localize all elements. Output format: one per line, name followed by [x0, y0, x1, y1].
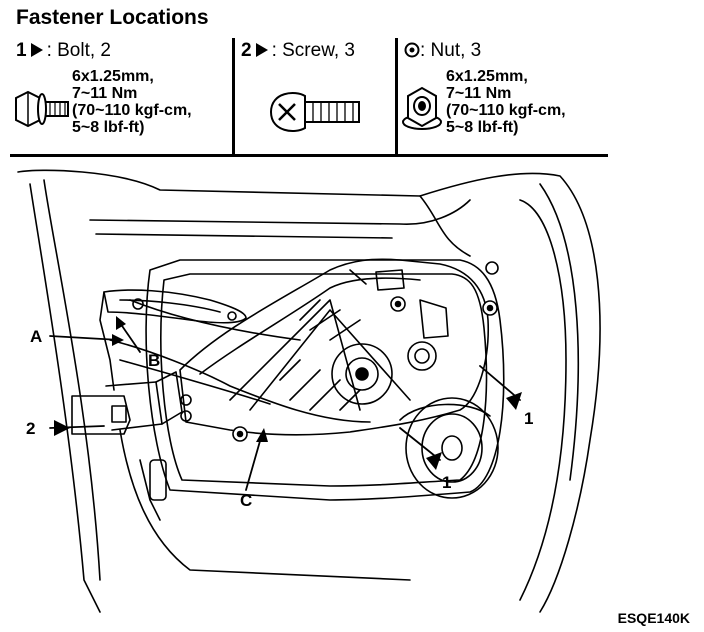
- arrowhead-b: [116, 316, 126, 330]
- door-module-drawing: A B C 2 1 1: [17, 169, 601, 613]
- screw-number: 2: [241, 40, 252, 61]
- legend-screw: 2 : Screw, 3: [235, 38, 398, 157]
- callout-c: C: [240, 491, 252, 510]
- nut-icon: [402, 86, 442, 130]
- triangle-pointer-icon: [255, 43, 268, 57]
- triangle-pointer-icon: [30, 43, 43, 57]
- door-outer-frame: [17, 169, 601, 613]
- callout-one-lower: 1: [442, 473, 451, 492]
- legend-nut: : Nut, 3 6x1.25mm, 7~11 Nm (70~110 kgf-c…: [398, 38, 608, 157]
- callout-one-right: 1: [524, 409, 533, 428]
- nut-mark-lower: [232, 426, 248, 442]
- leader-a: [49, 335, 121, 341]
- window-regulator: [179, 258, 490, 436]
- nut-spec-lbf: 5~8 lbf-ft): [446, 119, 519, 136]
- nut-mark-right: [482, 300, 498, 316]
- bolt-label: : Bolt, 2: [46, 40, 111, 61]
- nut-label: : Nut, 3: [420, 40, 482, 61]
- inner-panel: [145, 259, 505, 501]
- nut-spec-size: 6x1.25mm,: [446, 68, 528, 85]
- arrowhead-c: [256, 428, 268, 442]
- legend-bolt: 1 : Bolt, 2 6x1.25mm, 7~11 Nm (70~110 kgf…: [10, 38, 235, 157]
- inner-handle: [103, 289, 247, 324]
- leader-one-right: [479, 365, 521, 401]
- bolt-spec-lbf: 5~8 lbf-ft): [72, 119, 145, 136]
- door-speaker: [405, 397, 499, 499]
- screw-icon: [269, 92, 360, 132]
- triangle-pointer-icon: [506, 392, 522, 410]
- diagram-title: Fastener Locations: [16, 6, 209, 29]
- figure-code: ESQE140K: [617, 610, 690, 626]
- nut-mark-top: [390, 296, 406, 312]
- triangle-pointer-icon: [426, 452, 442, 470]
- nut-symbol-icon: [404, 42, 420, 58]
- callout-a: A: [30, 327, 42, 346]
- callout-b: B: [148, 351, 160, 370]
- screw-label: : Screw, 3: [271, 40, 355, 61]
- arrowhead-a: [112, 334, 124, 346]
- nut-spec-nm: 7~11 Nm: [446, 85, 512, 102]
- leader-c: [245, 433, 263, 491]
- bolt-icon: [15, 90, 69, 128]
- bolt-spec-kgf: (70~110 kgf-cm,: [72, 102, 192, 119]
- bolt-number: 1: [16, 40, 27, 61]
- leader-one-lower: [399, 427, 441, 461]
- regulator-motor-pulley: [331, 343, 393, 405]
- callout-two: 2: [26, 419, 35, 438]
- bolt-spec-size: 6x1.25mm,: [72, 68, 154, 85]
- triangle-pointer-icon: [54, 420, 70, 436]
- nut-spec-kgf: (70~110 kgf-cm,: [446, 102, 566, 119]
- bolt-spec-nm: 7~11 Nm: [72, 85, 138, 102]
